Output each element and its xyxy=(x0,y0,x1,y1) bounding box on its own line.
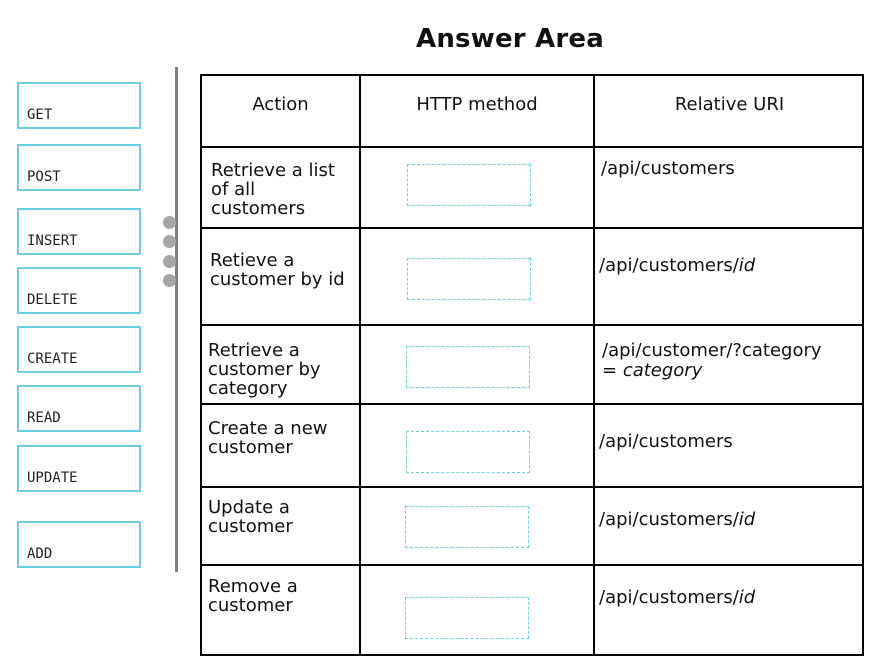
drag-handle-dot-icon[interactable] xyxy=(163,255,176,268)
table-column-divider xyxy=(359,76,361,654)
action-cell: Retieve a customer by id xyxy=(210,251,345,289)
uri-cell: /api/customers/id xyxy=(599,588,755,608)
action-text-line: customer xyxy=(208,595,293,616)
action-text-line: customer xyxy=(208,516,293,537)
option-label: CREATE xyxy=(27,351,78,367)
drag-handle-dot-icon[interactable] xyxy=(163,216,176,229)
table-row-divider xyxy=(202,324,862,326)
uri-text: /api/customers/ xyxy=(599,509,739,530)
uri-text: /api/customer/?category xyxy=(602,340,822,361)
http-method-drop-zone[interactable] xyxy=(407,258,531,300)
uri-cell: /api/customers/id xyxy=(599,256,755,276)
action-text-line: category xyxy=(208,378,288,399)
option-label: INSERT xyxy=(27,233,78,249)
option-label: UPDATE xyxy=(27,470,78,486)
table-row-divider xyxy=(202,564,862,566)
option-label: POST xyxy=(27,169,61,185)
answer-area-title: Answer Area xyxy=(416,24,604,54)
uri-param: id xyxy=(738,509,756,530)
option-insert[interactable]: INSERT xyxy=(17,208,141,255)
action-cell: Retrieve a list of all customers xyxy=(211,161,335,218)
action-cell: Update a customer xyxy=(208,498,293,536)
uri-text: /api/customers xyxy=(599,431,733,452)
table-column-divider xyxy=(593,76,595,654)
uri-param: category xyxy=(622,360,703,381)
uri-cell: /api/customers xyxy=(599,432,733,452)
action-cell: Create a new customer xyxy=(208,419,328,457)
action-text-line: customer xyxy=(208,437,293,458)
action-text-line: Create a new xyxy=(208,418,328,439)
uri-text: = xyxy=(602,360,623,381)
uri-param: id xyxy=(738,255,756,276)
http-method-drop-zone[interactable] xyxy=(406,346,530,388)
action-text-line: customers xyxy=(211,198,306,219)
action-text-line: customer by id xyxy=(210,269,345,290)
action-cell: Retrieve a customer by category xyxy=(208,341,321,398)
option-post[interactable]: POST xyxy=(17,144,141,191)
option-label: READ xyxy=(27,410,61,426)
action-text-line: of all xyxy=(211,179,256,200)
header-http-method: HTTP method xyxy=(416,94,538,115)
option-get[interactable]: GET xyxy=(17,82,141,129)
uri-text: /api/customers xyxy=(601,158,735,179)
option-create[interactable]: CREATE xyxy=(17,326,141,373)
drag-handle-dot-icon[interactable] xyxy=(163,235,176,248)
http-method-drop-zone[interactable] xyxy=(406,431,530,473)
uri-text: /api/customers/ xyxy=(599,587,739,608)
uri-cell: /api/customer/?category = category xyxy=(602,341,822,381)
uri-text: /api/customers/ xyxy=(599,255,739,276)
option-delete[interactable]: DELETE xyxy=(17,267,141,314)
option-label: ADD xyxy=(27,546,53,562)
action-text-line: Retrieve a xyxy=(208,340,300,361)
option-read[interactable]: READ xyxy=(17,385,141,432)
header-relative-uri: Relative URI xyxy=(674,94,785,115)
uri-cell: /api/customers xyxy=(601,159,735,179)
action-text-line: Remove a xyxy=(208,576,298,597)
http-method-drop-zone[interactable] xyxy=(407,164,531,206)
uri-cell: /api/customers/id xyxy=(599,510,755,530)
table-row-divider xyxy=(202,403,862,405)
table-row-divider xyxy=(202,227,862,229)
action-text-line: Retrieve a list xyxy=(211,160,335,181)
http-method-drop-zone[interactable] xyxy=(405,597,529,639)
drag-handle-dot-icon[interactable] xyxy=(163,274,176,287)
table-row-divider xyxy=(202,146,862,148)
panel-divider[interactable] xyxy=(175,67,178,572)
header-action: Action xyxy=(252,94,309,115)
action-cell: Remove a customer xyxy=(208,577,298,615)
option-update[interactable]: UPDATE xyxy=(17,445,141,492)
table-row-divider xyxy=(202,486,862,488)
option-label: GET xyxy=(27,107,53,123)
action-text-line: customer by xyxy=(208,359,321,380)
action-text-line: Retieve a xyxy=(210,250,295,271)
uri-param: id xyxy=(738,587,756,608)
option-label: DELETE xyxy=(27,292,78,308)
action-text-line: Update a xyxy=(208,497,290,518)
http-method-drop-zone[interactable] xyxy=(405,506,529,548)
answer-table: Action HTTP method Relative URI Retrieve… xyxy=(200,74,864,656)
option-add[interactable]: ADD xyxy=(17,521,141,568)
